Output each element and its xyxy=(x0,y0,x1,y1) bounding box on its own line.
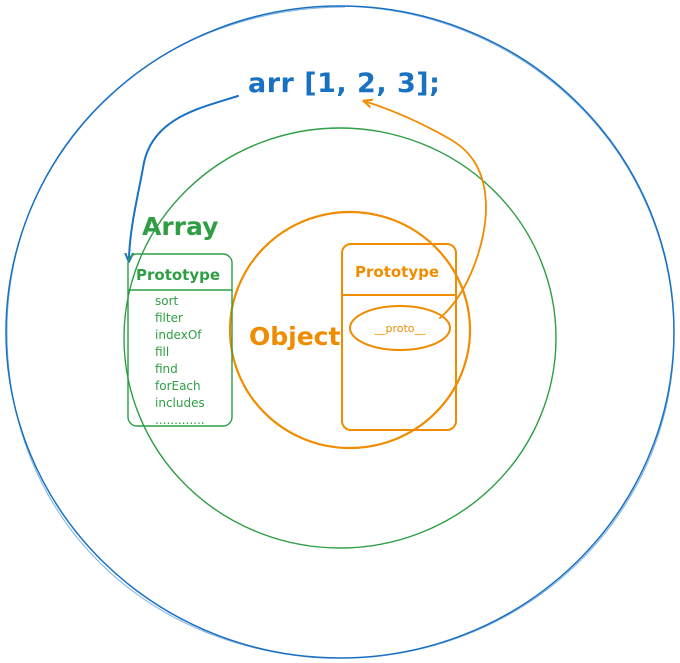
object-prototype-box xyxy=(341,243,457,431)
method-filter: filter xyxy=(155,311,183,325)
method-find: find xyxy=(155,362,178,376)
proto-key-label: __proto__ xyxy=(373,322,426,335)
method-ellipsis: ............. xyxy=(155,413,205,427)
method-indexof: indexOf xyxy=(155,328,202,342)
method-sort: sort xyxy=(155,294,179,308)
instance-to-array-prototype-arrow xyxy=(129,95,239,258)
proto-to-instance-arrow xyxy=(367,102,487,319)
object-label: Object xyxy=(249,322,340,351)
array-scope-circle xyxy=(123,127,557,549)
method-fill: fill xyxy=(155,345,169,359)
proto-key-ellipse xyxy=(349,305,451,351)
object-prototype-title: Prototype xyxy=(355,263,439,281)
method-foreach: forEach xyxy=(155,379,201,393)
code-expression: arr [1, 2, 3]; xyxy=(248,68,440,99)
array-prototype-box xyxy=(127,253,233,427)
array-prototype-title: Prototype xyxy=(136,266,220,284)
array-label: Array xyxy=(142,212,218,241)
method-includes: includes xyxy=(155,396,205,410)
outer-blue-circle-sketch xyxy=(6,5,675,659)
object-scope-circle xyxy=(228,210,472,450)
array-method-list: sort filter indexOf fill find forEach in… xyxy=(155,294,205,427)
